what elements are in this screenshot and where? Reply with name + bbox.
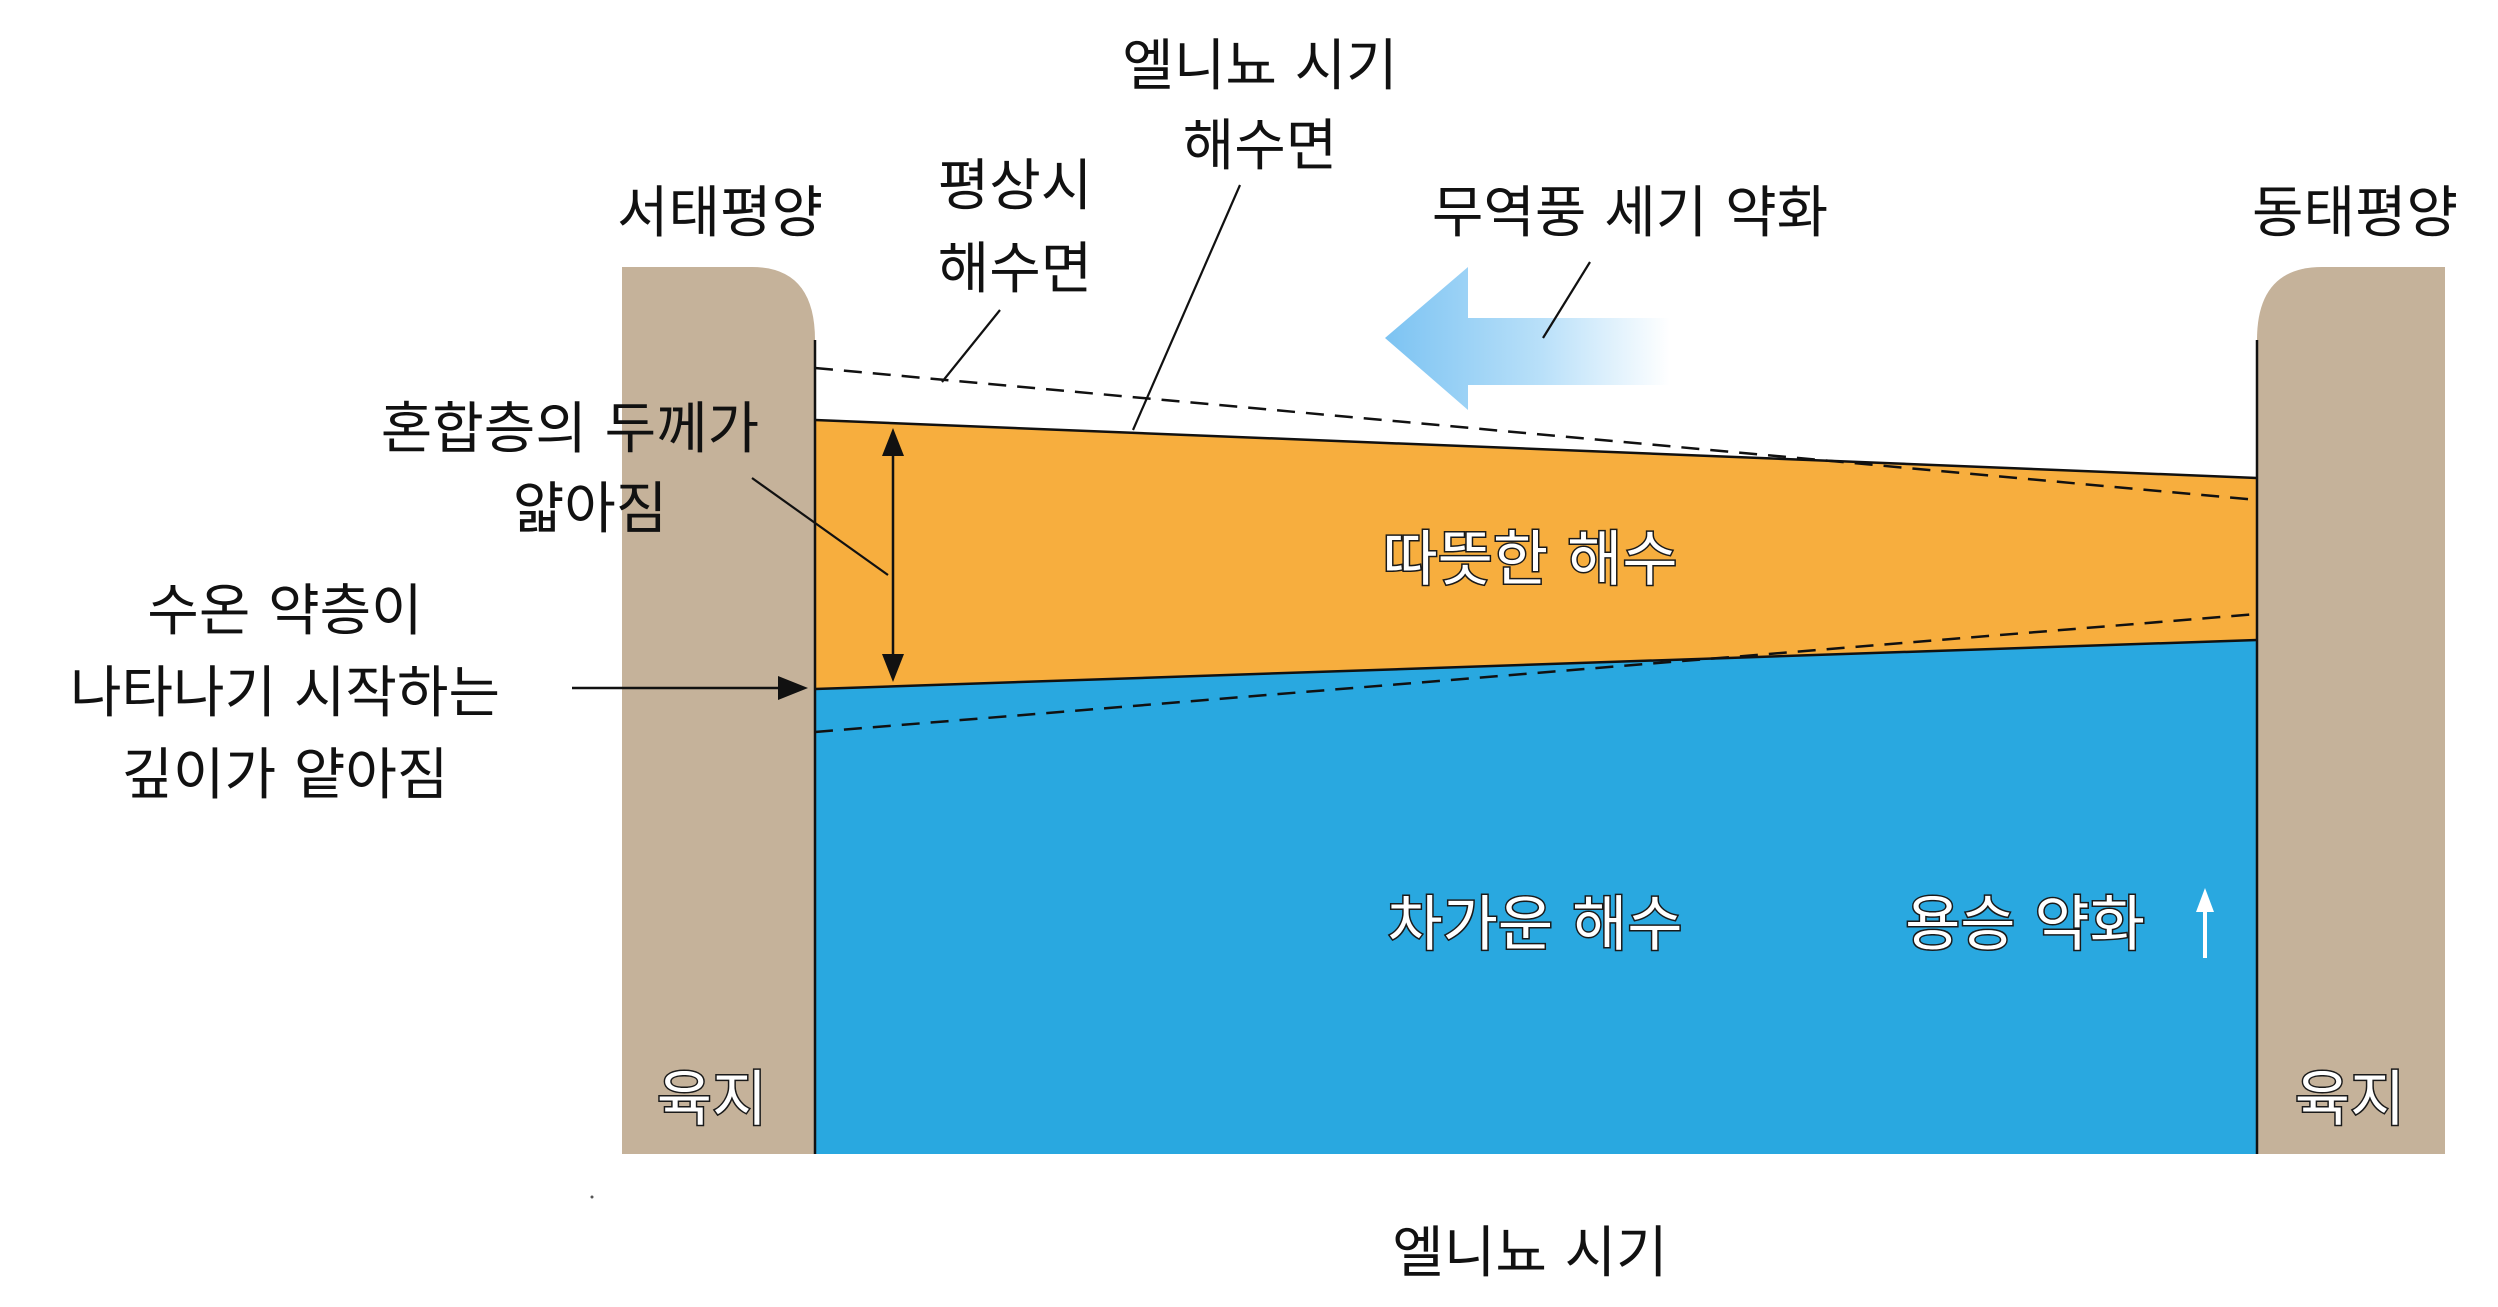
elnino-thermocline-line [814,638,2258,691]
leader-mixed-layer [751,477,889,576]
cold-water-label: 차가운 해수 [1387,890,1682,960]
thermocline-label-line1: 수온 약층이 [147,579,422,644]
land-east-label: 육지 [2295,1065,2405,1135]
mixed-layer-label-line1: 혼합층의 두께가 [381,397,759,462]
thermocline-label-line2: 나타나기 시작하는 [70,661,500,726]
leader-trade-wind [1542,261,1591,339]
land-west-label: 육지 [657,1065,767,1135]
upwelling-arrow-head [2196,888,2214,912]
leader-elnino-sea-level [1131,184,1242,431]
stray-dot [590,1195,594,1199]
normal-thermocline-dashed [814,612,2258,734]
upwelling-weak-label: 용승 약화 [1905,890,2145,960]
normal-sea-level-label-line1: 평상시 [938,154,1093,219]
double-arrow-head-top [882,428,904,456]
elnino-sea-surface-line [814,418,2258,480]
west-pacific-label: 서태평양 [617,181,823,246]
elnino-sea-level-label-line2: 해수면 [1183,114,1338,179]
east-land [2257,267,2445,1154]
normal-sea-level-dashed [814,366,2258,502]
trade-wind-arrow [1385,267,1670,410]
cold-water-region [815,640,2257,1154]
leader-normal-sea-level [941,309,1001,383]
thermocline-label-line3: 깊이가 얕아짐 [122,743,449,808]
mixed-layer-label-line2: 얇아짐 [513,477,668,542]
trade-wind-weak-label: 무역풍 세기 약화 [1432,181,1828,246]
east-pacific-label: 동태평양 [2252,181,2458,246]
warm-water-region [815,420,2257,689]
caption: 엘니뇨 시기 [1392,1221,1667,1286]
warm-water-label: 따뜻한 해수 [1382,525,1677,595]
thermocline-pointer-head [778,676,808,700]
normal-sea-level-label-line2: 해수면 [938,237,1093,302]
elnino-sea-level-label-line1: 엘니뇨 시기 [1122,34,1397,99]
double-arrow-head-bottom [882,654,904,682]
